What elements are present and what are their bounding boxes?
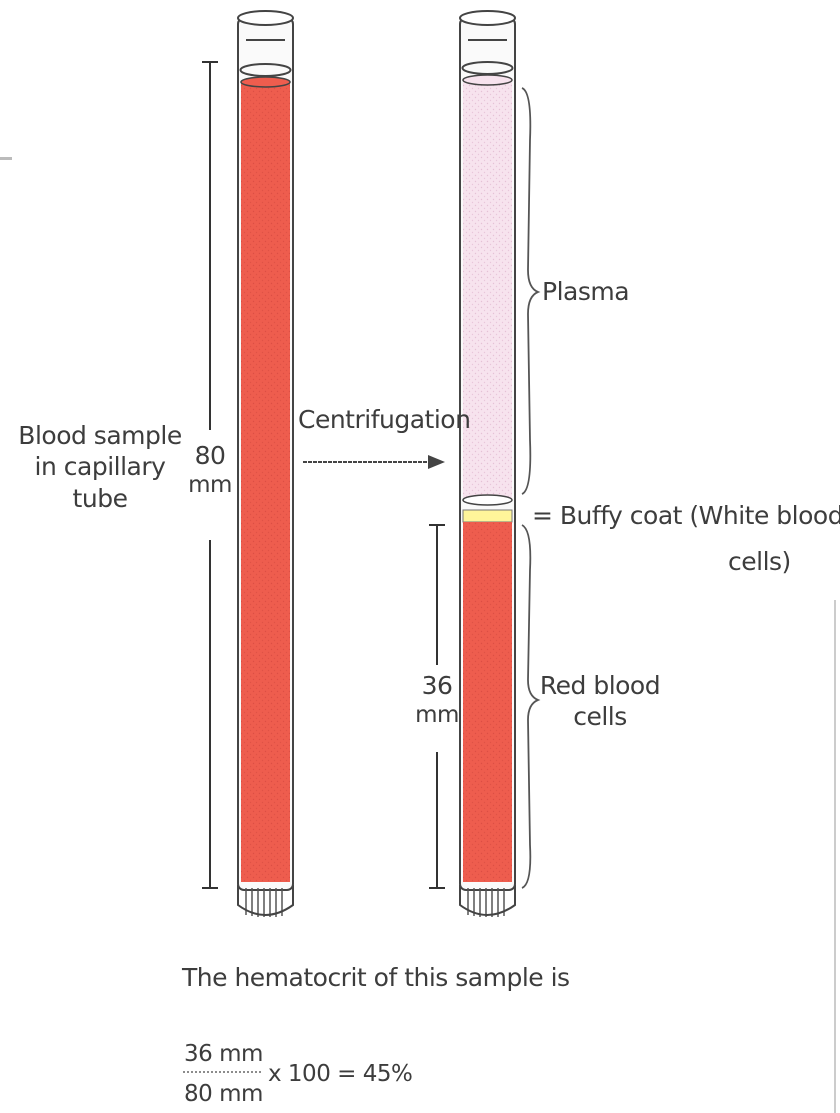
edge-mark — [0, 157, 12, 160]
right-tube-top-cap — [460, 11, 515, 25]
centrifugation-label: Centrifugation — [298, 404, 470, 435]
formula-result: x 100 = 45% — [268, 1060, 412, 1089]
centrifugation-arrow — [303, 455, 445, 469]
blood-sample-label-line1: Blood sample — [10, 420, 190, 451]
plasma-label: Plasma — [542, 276, 629, 307]
blood-sample-label-line2: in capillary — [10, 451, 190, 482]
rbc-label: Red blood cells — [535, 670, 665, 733]
left-capillary-tube — [238, 11, 293, 917]
rbc-label-line2: cells — [535, 701, 665, 732]
hematocrit-caption: The hematocrit of this sample is — [182, 962, 570, 993]
left-tube-blood-texture — [241, 82, 290, 882]
buffy-coat-label-line2: cells) — [728, 546, 791, 577]
left-measure-unit: mm — [186, 471, 234, 500]
formula-numerator: 36 mm — [184, 1040, 263, 1069]
right-measure-unit: mm — [412, 701, 462, 730]
right-measure-value: 36 — [412, 670, 462, 701]
right-border — [834, 600, 836, 1113]
blood-sample-label: Blood sample in capillary tube — [10, 420, 190, 514]
buffy-coat-label-line1: = Buffy coat (White blood — [532, 500, 840, 531]
formula-denominator: 80 mm — [184, 1080, 263, 1109]
blood-sample-label-line3: tube — [10, 483, 190, 514]
right-capillary-tube — [460, 11, 515, 917]
left-tube-top-cap — [238, 11, 293, 25]
left-measure-label: 80 mm — [186, 440, 234, 500]
rbc-label-line1: Red blood — [535, 670, 665, 701]
right-measure-label: 36 mm — [412, 670, 462, 730]
buffy-coat-layer — [463, 510, 512, 522]
left-measure-value: 80 — [186, 440, 234, 471]
plasma-brace — [522, 88, 538, 494]
